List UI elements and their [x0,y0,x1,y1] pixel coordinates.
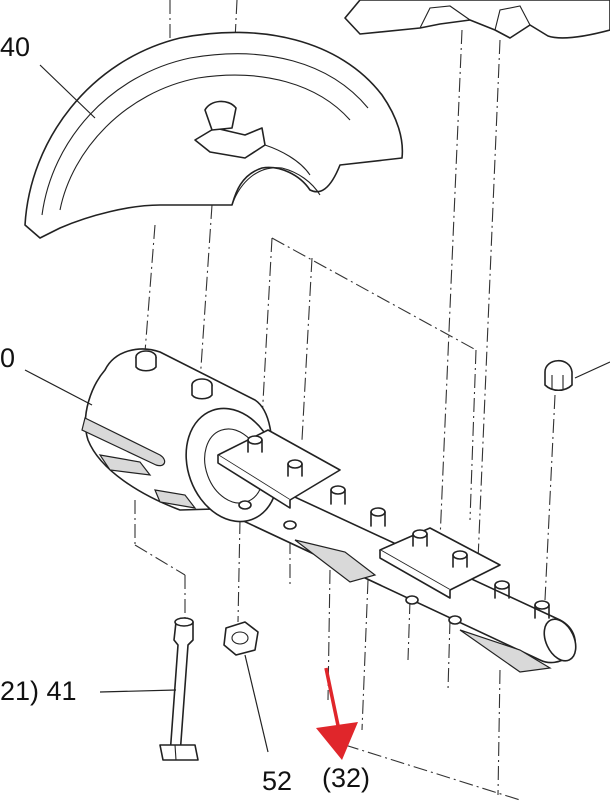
callout-21-41: 21) 41 [0,676,77,706]
shaft-assembly [81,348,577,673]
callout-40: 40 [0,32,31,62]
leader-lines [24,64,610,753]
lock-nut-part [223,621,259,656]
callout-0: 0 [0,343,16,373]
acorn-nut-part [544,359,573,392]
upper-housing-part [344,0,610,39]
red-arrow-icon [316,667,358,760]
callout-52: 52 [262,766,293,796]
shaft-studs [238,435,550,625]
bolt-part [159,617,199,761]
fender-guard-part [24,31,404,239]
callout-32: (32) [322,763,371,793]
